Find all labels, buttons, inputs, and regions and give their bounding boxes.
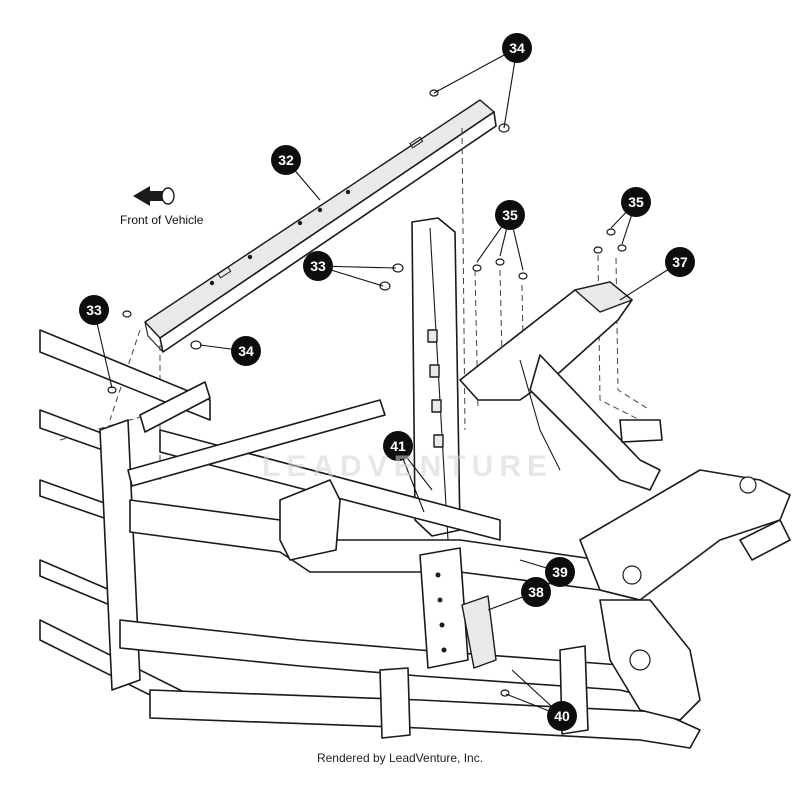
- callout-40: 40: [547, 701, 577, 731]
- callout-label: 34: [509, 40, 525, 56]
- callout-33-left: 33: [79, 295, 109, 325]
- leader-lines: [93, 47, 681, 717]
- main-frame-tubes: [119, 479, 701, 749]
- hardware: [107, 89, 627, 697]
- vertical-post-bracket: [411, 217, 461, 541]
- front-direction-arrow-icon: [133, 186, 175, 206]
- callout-label: 35: [502, 207, 518, 223]
- callout-41: 41: [383, 431, 413, 461]
- main-frame-right-front: [579, 419, 791, 721]
- render-credit: Rendered by LeadVenture, Inc.: [316, 751, 484, 765]
- callout-39: 39: [545, 557, 575, 587]
- callout-38: 38: [521, 577, 551, 607]
- callout-label: 33: [310, 258, 326, 274]
- callout-label: 33: [86, 302, 102, 318]
- callout-label: 38: [528, 584, 544, 600]
- callout-label: 37: [672, 254, 688, 270]
- bracket-part-37: [459, 281, 661, 491]
- callout-label: 35: [628, 194, 644, 210]
- callout-34-lower: 34: [231, 336, 261, 366]
- front-of-vehicle-label: Front of Vehicle: [120, 213, 204, 227]
- callout-35-left: 35: [495, 200, 525, 230]
- callout-32: 32: [271, 145, 301, 175]
- callout-34-top: 34: [502, 33, 532, 63]
- callout-label: 39: [552, 564, 568, 580]
- callout-37: 37: [665, 247, 695, 277]
- watermark: LEADVENTURE: [262, 450, 554, 483]
- callout-label: 41: [390, 438, 406, 454]
- callout-label: 40: [554, 708, 570, 724]
- callout-35-right: 35: [621, 187, 651, 217]
- callout-label: 32: [278, 152, 294, 168]
- crossbar-part-32: [144, 99, 497, 353]
- callout-label: 34: [238, 343, 254, 359]
- callout-33-upper: 33: [303, 251, 333, 281]
